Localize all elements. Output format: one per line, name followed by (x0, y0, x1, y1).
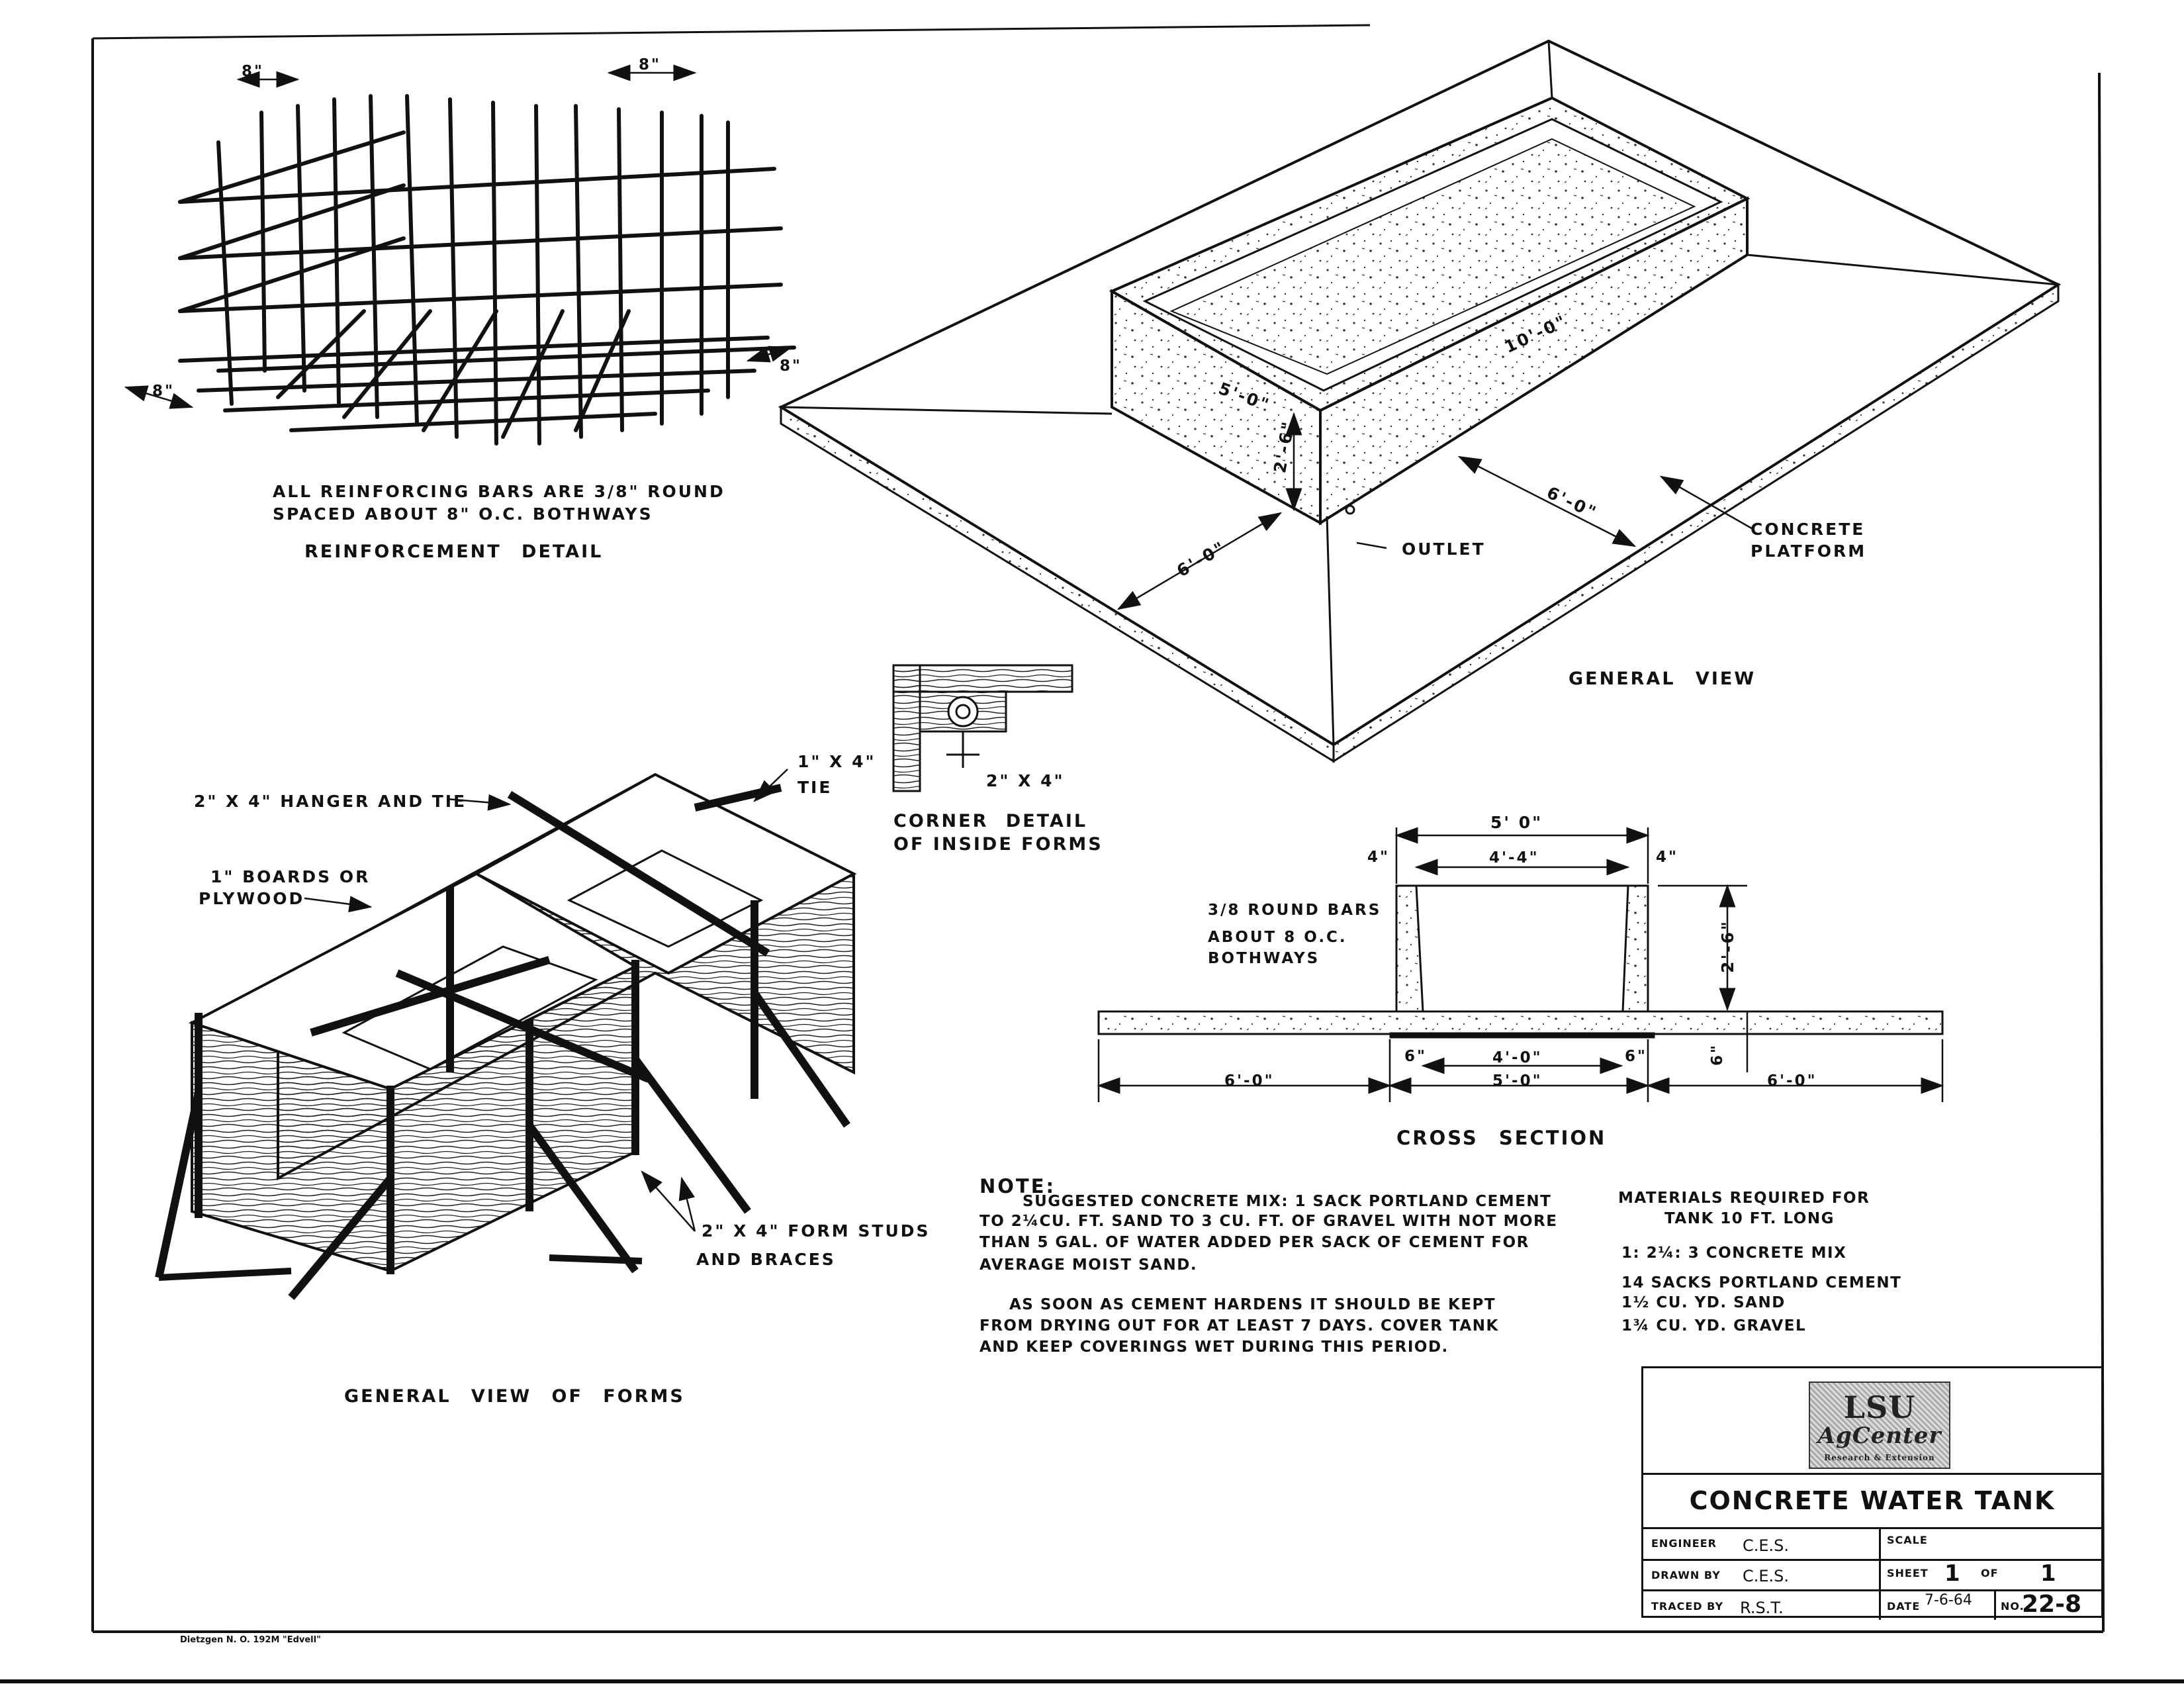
drawing-title: CONCRETE WATER TANK (1689, 1486, 2056, 1515)
note-p1-line4: AVERAGE MOIST SAND. (979, 1256, 1198, 1274)
logo-agcenter: AgCenter (1817, 1423, 1942, 1449)
engineer-value: C.E.S. (1743, 1536, 1790, 1555)
cross-section-bars-line2: ABOUT 8 O.C. (1208, 929, 1347, 946)
cross-section-dim-slab: 6" (1709, 1043, 1726, 1066)
note-heading: NOTE: (979, 1175, 1056, 1197)
reinforcement-note-line2: SPACED ABOUT 8" O.C. BOTHWAYS (273, 504, 653, 524)
reinforcement-note-line1: ALL REINFORCING BARS ARE 3/8" ROUND (273, 482, 725, 501)
sheet-total: 1 (2040, 1560, 2056, 1587)
corner-detail-label: 2" X 4" (986, 771, 1065, 790)
drawing-number: 22-8 (2022, 1591, 2082, 1618)
cross-section-dim-wall-left: 4" (1367, 849, 1390, 866)
reinforcement-dims (124, 64, 793, 409)
note-p2-line3: AND KEEP COVERINGS WET DURING THIS PERIO… (979, 1338, 1449, 1356)
reinforcement-dim-top-left: 8" (242, 63, 264, 80)
traced-by-label: TRACED BY (1651, 1600, 1724, 1613)
of-label: OF (1981, 1567, 1999, 1579)
note-p2-line2: FROM DRYING OUT FOR AT LEAST 7 DAYS. COV… (979, 1317, 1499, 1335)
cross-section-bars-line1: 3/8 ROUND BARS (1208, 902, 1382, 919)
cross-section-dim-foot-right: 6" (1625, 1048, 1647, 1065)
title-block: LSU AgCenter Research & Extension CONCRE… (1641, 1366, 2103, 1620)
forms-caption: GENERAL VIEW OF FORMS (344, 1386, 685, 1407)
note-p1-line2: TO 2¼CU. FT. SAND TO 3 CU. FT. OF GRAVEL… (979, 1213, 1558, 1230)
forms-label-tie-line2: TIE (797, 778, 833, 797)
materials-heading-line1: MATERIALS REQUIRED FOR (1618, 1190, 1870, 1207)
drawn-by-value: C.E.S. (1743, 1567, 1790, 1585)
forms-label-boards-line1: 1" BOARDS OR (210, 867, 371, 886)
forms-drawing (155, 773, 857, 1300)
forms-label-studs-line2: AND BRACES (696, 1250, 836, 1269)
lsu-agcenter-logo: LSU AgCenter Research & Extension (1809, 1382, 1950, 1469)
materials-item-cement: 14 SACKS PORTLAND CEMENT (1621, 1274, 1902, 1291)
sheet-number: 1 (1944, 1560, 1960, 1587)
traced-by-value: R.S.T. (1740, 1599, 1784, 1617)
forms-label-boards-line2: PLYWOOD (199, 889, 305, 908)
cross-section-dim-wall-right: 4" (1656, 849, 1678, 866)
reinforcement-caption: REINFORCEMENT DETAIL (304, 541, 604, 562)
cross-section-dim-left: 6'-0" (1224, 1072, 1275, 1090)
general-view-caption: GENERAL VIEW (1569, 669, 1756, 689)
materials-item-sand: 1½ CU. YD. SAND (1621, 1294, 1786, 1311)
cross-section-bars-line3: BOTHWAYS (1208, 950, 1320, 967)
reinforcement-dim-top-right: 8" (639, 56, 661, 73)
cross-section-dim-base: 5'-0" (1492, 1072, 1543, 1090)
logo-research-extension: Research & Extension (1824, 1453, 1935, 1462)
note-p1-line3: THAN 5 GAL. OF WATER ADDED PER SACK OF C… (979, 1234, 1529, 1251)
forms-label-tie-line1: 1" X 4" (797, 752, 876, 771)
cross-section-drawing (1097, 884, 1944, 1039)
materials-mix: 1: 2¼: 3 CONCRETE MIX (1621, 1244, 1847, 1262)
paper-manufacturer-mark: Dietzgen N. O. 192M "Edvell" (180, 1635, 321, 1645)
reinforcement-dim-bottom-left: 8" (152, 383, 175, 400)
sheet-label: SHEET (1887, 1567, 1929, 1579)
reinforcement-cage (178, 94, 796, 445)
forms-label-studs-line1: 2" X 4" FORM STUDS (702, 1221, 931, 1241)
materials-heading-line2: TANK 10 FT. LONG (1664, 1210, 1835, 1227)
cross-section-dim-inner-bottom: 4'-0" (1492, 1049, 1543, 1066)
platform-label-line2: PLATFORM (1751, 541, 1867, 561)
number-label: NO. (2001, 1600, 2025, 1613)
cross-section-dim-inner-top: 4'-4" (1489, 849, 1539, 867)
materials-item-gravel: 1¾ CU. YD. GRAVEL (1621, 1317, 1807, 1335)
cross-section-dim-foot-left: 6" (1404, 1048, 1427, 1065)
outlet-label: OUTLET (1402, 539, 1486, 559)
cross-section-dims (1097, 827, 1944, 1102)
cross-section-dim-height: 2'-6" (1717, 919, 1737, 973)
corner-detail-drawing (892, 664, 1073, 792)
platform-label-line1: CONCRETE (1751, 520, 1866, 539)
general-view-drawing (778, 39, 2062, 763)
note-p1-line1: SUGGESTED CONCRETE MIX: 1 SACK PORTLAND … (1023, 1193, 1552, 1210)
date-value: 7-6-64 (1925, 1592, 1972, 1609)
corner-detail-caption-line1: CORNER DETAIL (893, 811, 1088, 831)
general-view-dims (1116, 412, 1754, 610)
cross-section-dim-right: 6'-0" (1767, 1072, 1817, 1090)
forms-leaders (304, 769, 788, 1232)
reinforcement-dim-bottom-right: 8" (780, 357, 802, 375)
drawn-by-label: DRAWN BY (1651, 1569, 1721, 1581)
cross-section-dim-outer: 5' 0" (1490, 813, 1543, 832)
forms-label-hanger: 2" X 4" HANGER AND TIE (194, 792, 467, 811)
cross-section-caption: CROSS SECTION (1396, 1127, 1607, 1149)
date-label: DATE (1887, 1600, 1921, 1613)
logo-lsu: LSU (1843, 1389, 1916, 1425)
note-p2-line1: AS SOON AS CEMENT HARDENS IT SHOULD BE K… (1009, 1296, 1496, 1313)
engineer-label: ENGINEER (1651, 1537, 1717, 1550)
corner-detail-caption-line2: OF INSIDE FORMS (893, 834, 1103, 855)
scale-label: SCALE (1887, 1534, 1928, 1546)
